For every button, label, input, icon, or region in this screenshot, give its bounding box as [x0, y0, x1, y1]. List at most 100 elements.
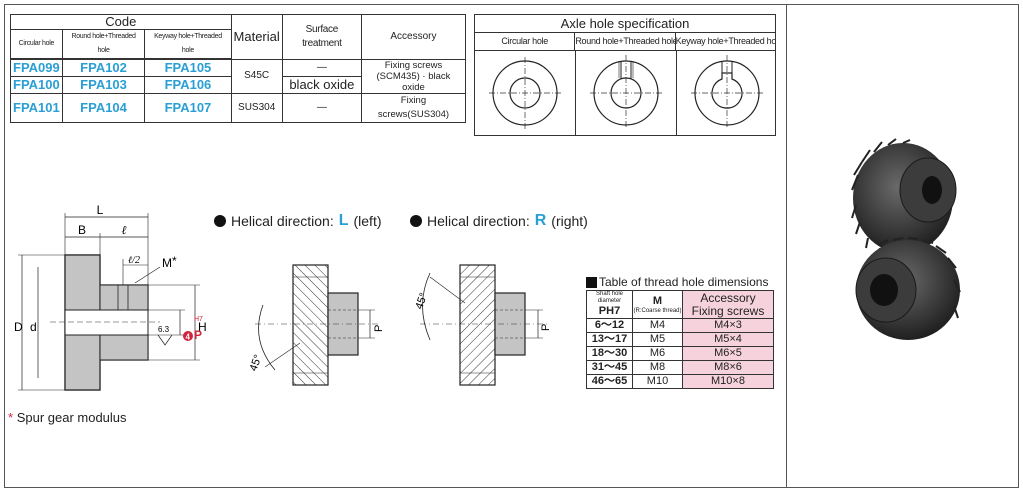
surface-black-oxide: black oxide: [281, 75, 362, 94]
subheader-keyway: Keyway hole+Threaded hole: [144, 29, 232, 60]
subheader-round: Round hole+Threaded hole: [61, 29, 146, 60]
thread-screw: M6×5: [682, 346, 774, 361]
thread-m: M4: [632, 318, 683, 333]
helical-right-caption: Helical direction: R (right): [410, 212, 588, 230]
code-cell[interactable]: FPA103: [61, 75, 146, 94]
surface-dash: —: [281, 58, 362, 77]
accessory-fixing-screws: Fixing screws (SCM435) · black oxide: [360, 58, 467, 94]
thread-range: 31～45: [586, 360, 633, 375]
helical-left-suffix: (left): [353, 213, 382, 229]
thread-header-m: M (R:Coarse thread): [632, 290, 683, 319]
page-frame: [4, 4, 1019, 488]
thread-m: M10: [632, 374, 683, 389]
shaft-small-label: Shaft hole diameter: [595, 291, 624, 304]
footnote: * Spur gear modulus: [8, 410, 127, 425]
surface-header: Surface treatment: [281, 14, 362, 60]
thread-header-shaft: Shaft hole diameter PH7: [586, 290, 633, 319]
code-cell[interactable]: FPA107: [144, 92, 232, 123]
dim-H-label: H: [198, 320, 207, 334]
subheader-circular: Circular hole: [10, 29, 63, 60]
helical-left-caption: Helical direction: L (left): [214, 212, 382, 230]
bullet-icon: [214, 215, 226, 227]
keyway-threaded-hole-diagram: [677, 51, 777, 135]
axle-spec-title: Axle hole specification: [475, 15, 775, 33]
dim-L-label: L: [97, 203, 104, 217]
thread-m: M6: [632, 346, 683, 361]
circular-hole-diagram: [475, 51, 576, 135]
thread-screw: M8×6: [682, 360, 774, 375]
helical-right-side-view: P 45°: [413, 264, 552, 386]
axle-col-keyway: Keyway hole+Threaded hole: [675, 36, 775, 46]
code-cell[interactable]: FPA100: [10, 75, 63, 94]
code-cell[interactable]: FPA102: [61, 58, 146, 77]
thread-m: M8: [632, 360, 683, 375]
thread-range: 18～30: [586, 346, 633, 361]
m-label: M: [652, 294, 663, 307]
surface-dash: —: [281, 92, 362, 123]
dim-D-label: D: [14, 320, 23, 334]
dim-d-label: d: [30, 320, 37, 334]
accessory-line2: (SCM435) · black oxide: [376, 70, 451, 93]
dim-H7-label: H7: [194, 316, 203, 323]
thread-range: 46～65: [586, 374, 633, 389]
material-header: Material: [230, 14, 283, 60]
axle-hole-spec: Axle hole specification Circular hole Ro…: [474, 14, 776, 136]
thread-table-title: Table of thread hole dimensions: [586, 275, 768, 289]
helical-right-letter: R: [534, 212, 547, 229]
thread-range: 6～12: [586, 318, 633, 333]
thread-table-title-text: Table of thread hole dimensions: [599, 275, 769, 289]
acc-line2: Fixing screws: [691, 303, 765, 318]
angle-label: 45°: [248, 353, 265, 373]
shaft-label: PH7: [598, 305, 621, 317]
axle-col-circular: Circular hole: [475, 33, 576, 50]
roughness-label: 6.3: [158, 325, 170, 334]
helical-gear-photo: [851, 138, 961, 340]
dim-M-star: *: [172, 254, 177, 268]
thread-m: M5: [632, 332, 683, 347]
code-cell[interactable]: FPA106: [144, 75, 232, 94]
bottom-gear: [855, 237, 961, 340]
top-gear: [851, 138, 957, 254]
square-bullet-icon: [586, 276, 597, 288]
gear-cross-section-drawing: L B ℓ ℓ/2 M * D d H 6.3 4 P H7: [14, 203, 207, 391]
code-table: Code Material Surface treatment Accessor…: [10, 14, 467, 123]
accessory-sus304: Fixing screws(SUS304): [360, 92, 467, 123]
bullet-icon: [410, 215, 422, 227]
accessory-line1: Fixing screws: [384, 59, 443, 71]
thread-screw: M5×4: [682, 332, 774, 347]
code-header: Code: [10, 14, 232, 30]
circle-4-label: 4: [186, 333, 191, 342]
material-s45c: S45C: [230, 58, 283, 94]
dim-B-label: B: [78, 223, 86, 237]
accessory-header: Accessory: [360, 14, 467, 60]
helical-left-letter: L: [338, 212, 349, 229]
footnote-text: Spur gear modulus: [16, 410, 127, 425]
code-cell[interactable]: FPA101: [10, 92, 63, 123]
dim-P-label: P: [194, 328, 202, 342]
material-sus304: SUS304: [230, 92, 283, 123]
helical-left-label: Helical direction:: [231, 213, 334, 229]
thread-range: 13～17: [586, 332, 633, 347]
thread-table: Shaft hole diameter PH7 M (R:Coarse thre…: [586, 290, 774, 389]
axle-col-round: Round hole+Threaded hole: [575, 33, 676, 50]
dim-P-label: P: [540, 324, 552, 331]
thread-header-accessory: Accessory Fixing screws: [682, 290, 774, 319]
column-divider: [786, 4, 787, 488]
acc-line1: Accessory: [700, 290, 756, 305]
code-cell[interactable]: FPA105: [144, 58, 232, 77]
code-cell[interactable]: FPA104: [61, 92, 146, 123]
helical-right-suffix: (right): [551, 213, 588, 229]
dim-l-label: ℓ: [122, 223, 127, 237]
round-threaded-hole-diagram: [576, 51, 677, 135]
dim-M-label: M: [162, 256, 172, 270]
m-small-label: (R:Coarse thread): [633, 307, 682, 314]
helical-left-side-view: P 45°: [248, 264, 385, 386]
thread-screw: M4×3: [682, 318, 774, 333]
footnote-star: *: [8, 410, 14, 425]
angle-label: 45°: [413, 291, 430, 311]
helical-right-label: Helical direction:: [427, 213, 530, 229]
dim-l2-label: ℓ/2: [128, 255, 140, 266]
dim-P-label: P: [373, 325, 385, 332]
thread-screw: M10×8: [682, 374, 774, 389]
code-cell[interactable]: FPA099: [10, 58, 63, 77]
